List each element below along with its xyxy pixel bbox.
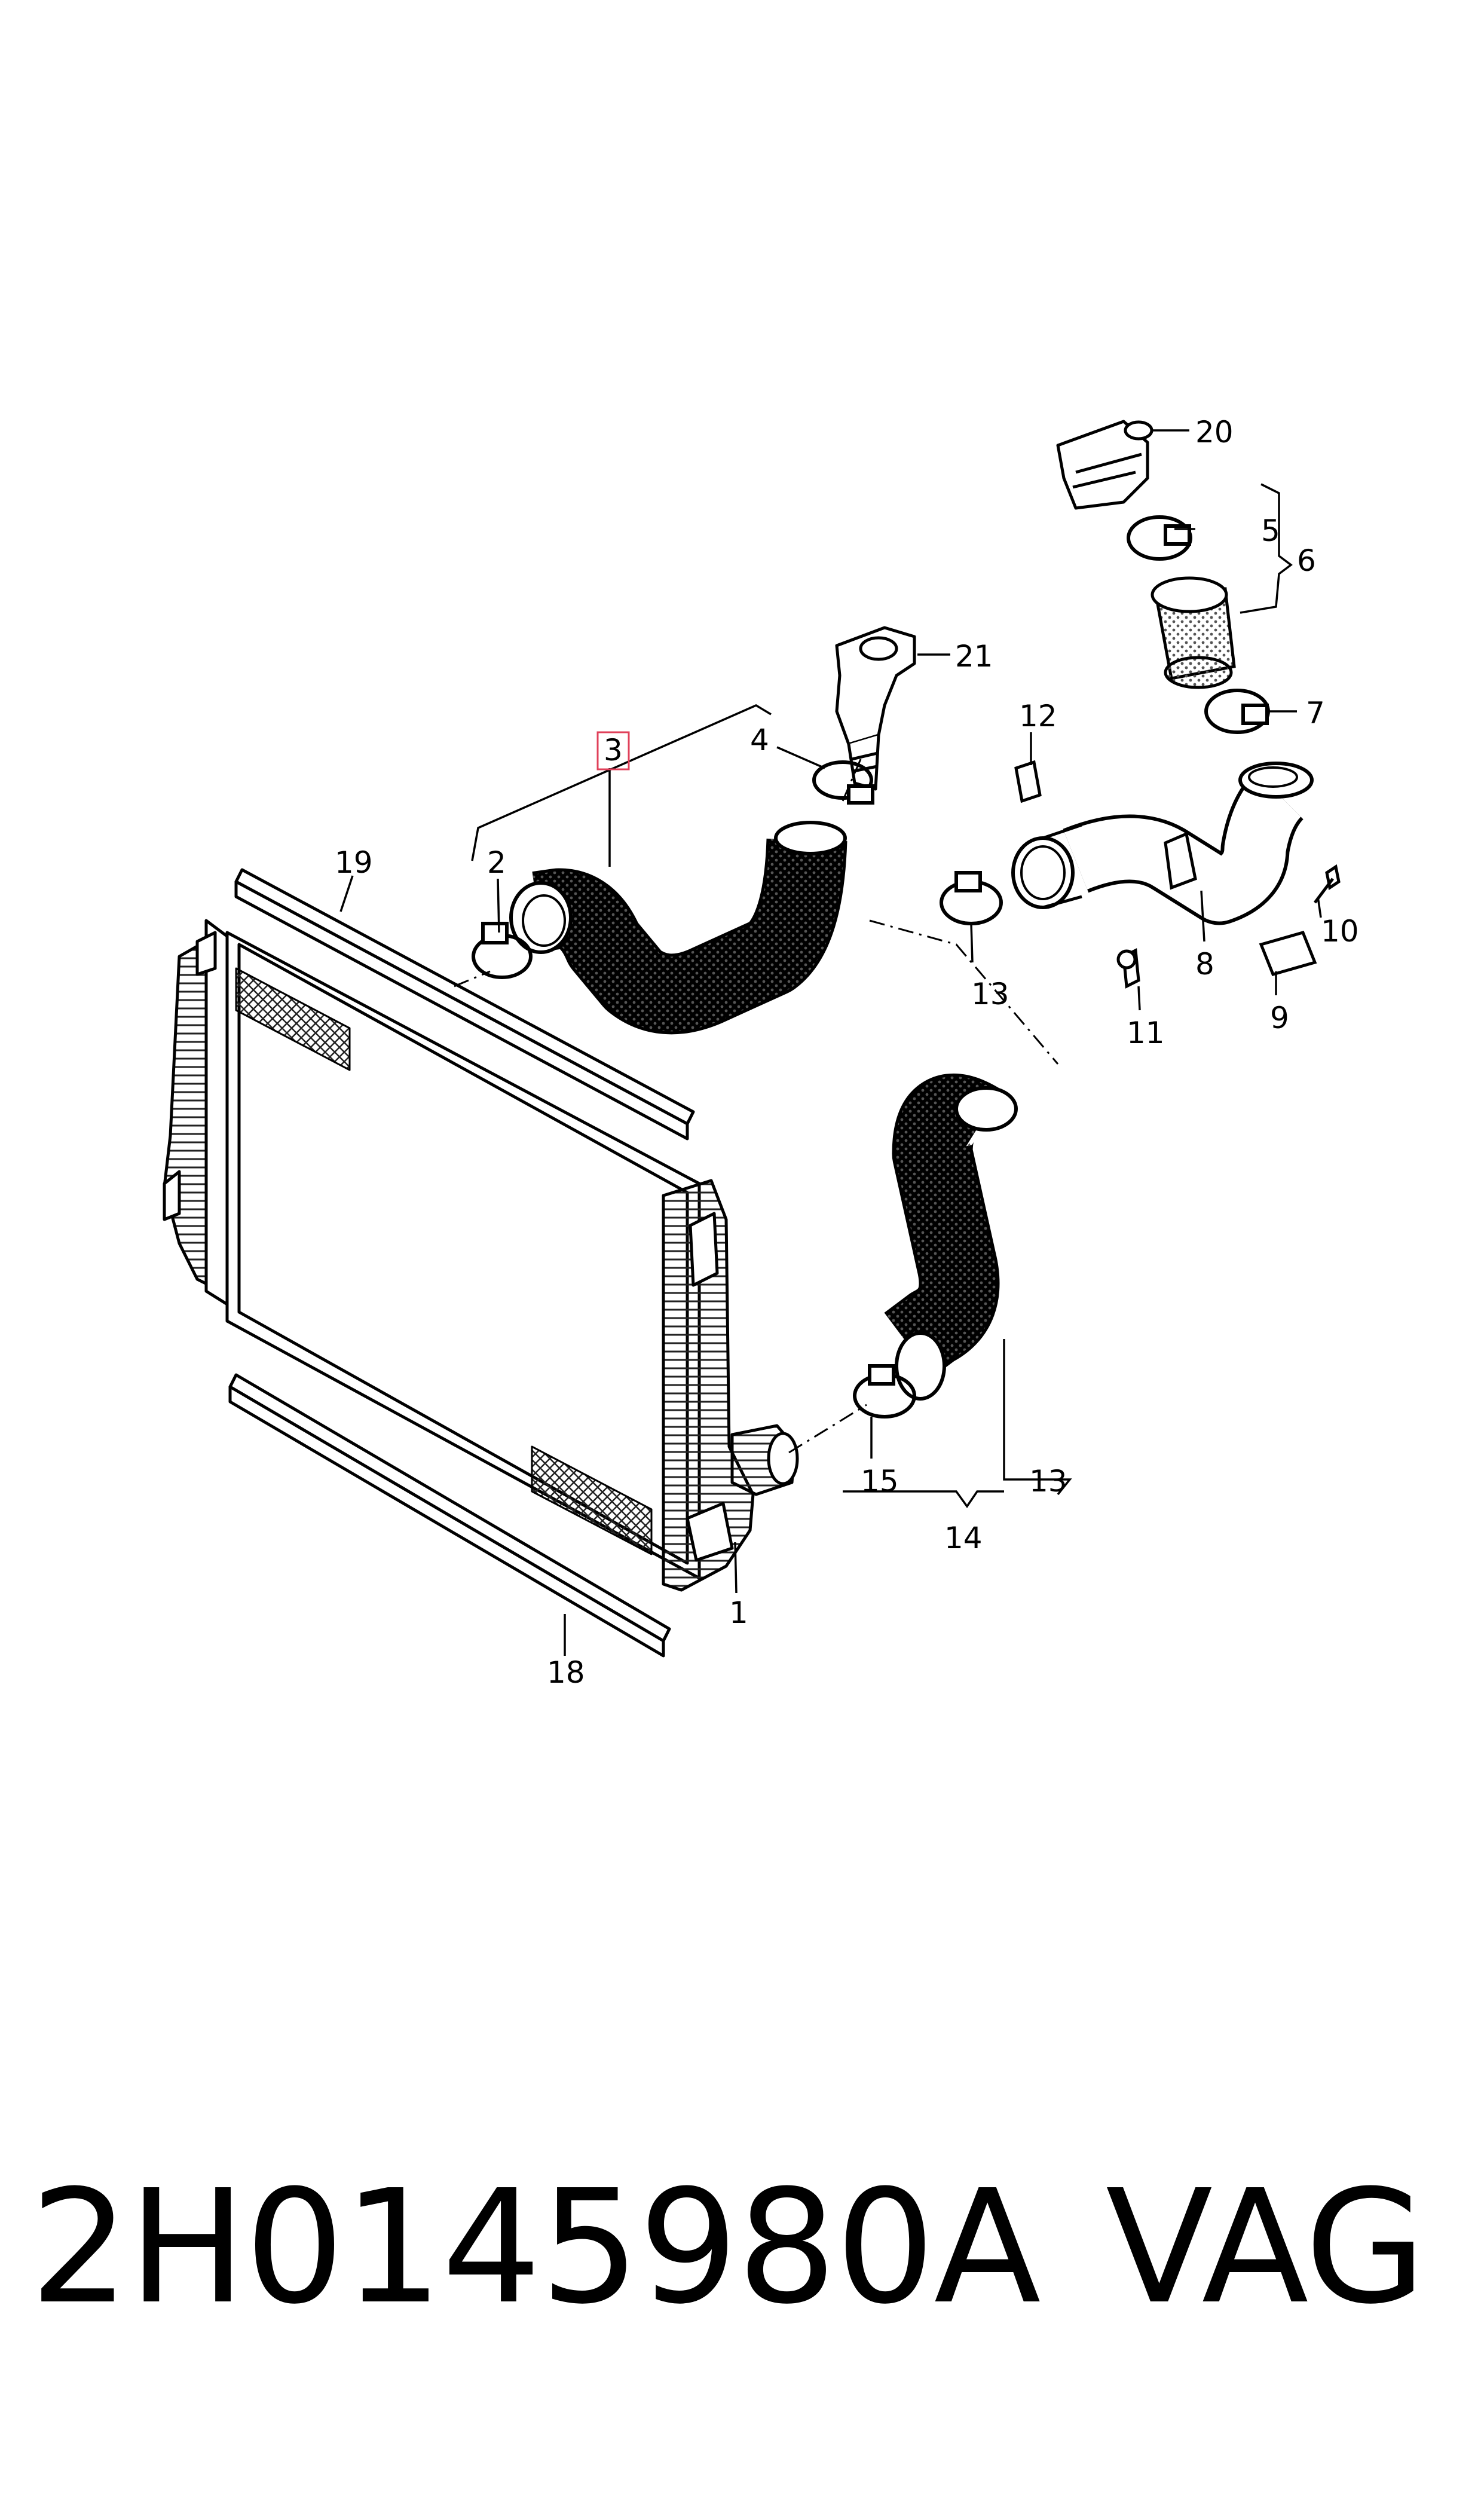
seal-strip-top — [234, 868, 695, 1141]
callout-4: 4 — [750, 723, 769, 757]
part-number: 2H0145980A — [30, 2156, 1041, 2338]
callout-8: 8 — [1195, 947, 1214, 982]
filler-neck — [1056, 420, 1153, 510]
callout-1: 1 — [729, 1595, 748, 1630]
callout-14: 14 — [944, 1521, 983, 1555]
callout-9: 9 — [1270, 1001, 1289, 1035]
callout-13-upper: 13 — [971, 977, 1009, 1011]
callout-21: 21 — [955, 639, 993, 674]
callout-15: 15 — [861, 1464, 899, 1499]
callout-numbers: 1 2 3 4 5 6 7 8 9 10 11 12 13 13 14 15 1… — [335, 415, 1359, 1690]
callout-13-lower: 13 — [1029, 1464, 1067, 1499]
charge-air-hose-upper — [509, 821, 847, 1035]
callout-19: 19 — [335, 845, 373, 880]
charge-air-hose-lower — [884, 1073, 1018, 1401]
brand-name: VAG — [1106, 2156, 1426, 2338]
callout-7: 7 — [1306, 696, 1325, 730]
callout-6: 6 — [1297, 543, 1316, 578]
callout-20: 20 — [1195, 415, 1234, 450]
rubber-sleeve — [1151, 576, 1236, 689]
charge-air-pipe — [1011, 762, 1314, 925]
callout-5: 5 — [1261, 513, 1280, 548]
callout-3-highlight — [596, 731, 630, 771]
callout-3: 3 — [604, 733, 623, 768]
intercooler — [163, 919, 799, 1592]
callout-2: 2 — [487, 845, 506, 880]
connector-flange — [835, 626, 916, 791]
assembly-lines — [454, 759, 1059, 1454]
seal-strip-bottom — [228, 1373, 671, 1658]
callout-18: 18 — [547, 1655, 585, 1690]
callout-12: 12 — [1019, 699, 1057, 733]
callout-10: 10 — [1321, 914, 1359, 949]
hose-clamps — [472, 515, 1270, 1419]
callout-11: 11 — [1127, 1016, 1165, 1050]
leader-lines — [339, 429, 1322, 1656]
